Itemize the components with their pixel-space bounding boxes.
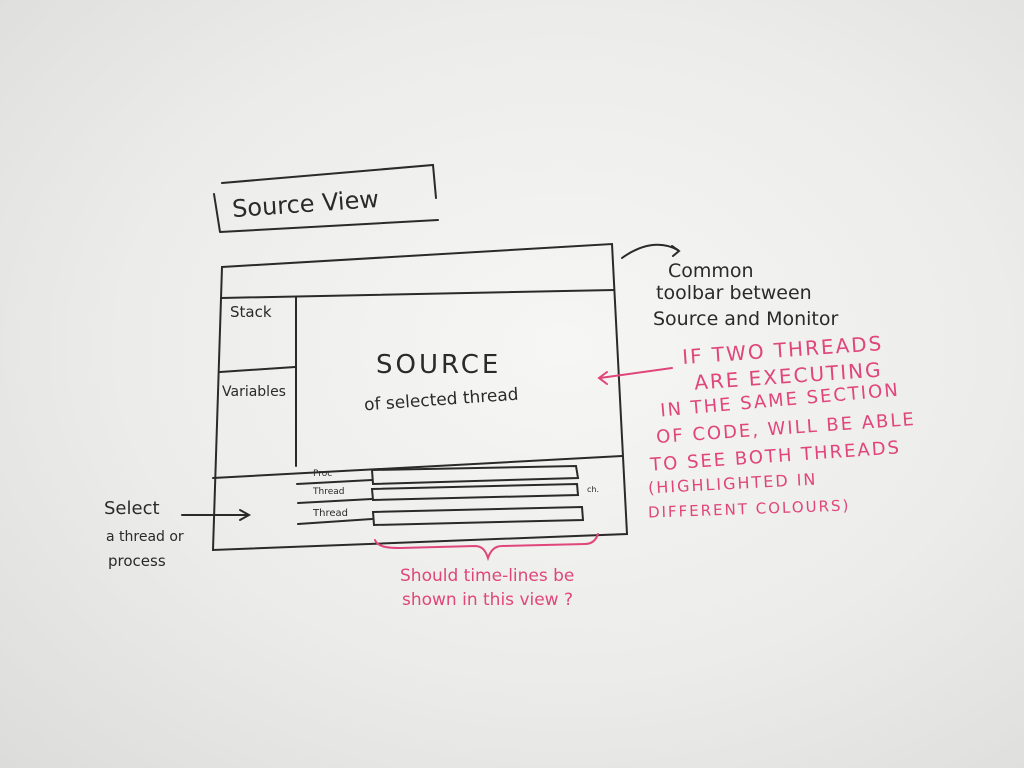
window-frame <box>211 242 629 552</box>
row-label-proc: Proc <box>313 469 333 479</box>
row-label-thread-2: Thread <box>313 508 348 519</box>
row-divider-1 <box>296 479 373 485</box>
row-divider-3 <box>297 518 373 525</box>
threads-arrow <box>599 367 673 379</box>
variables-panel-label: Variables <box>222 384 286 400</box>
row-label-thread-1: Thread <box>313 487 345 497</box>
stack-variables-divider <box>219 366 296 373</box>
toolbar-note-line-3: Source and Monitor <box>653 308 839 330</box>
timelines-brace <box>374 533 599 562</box>
timelines-note-line-1: Should time-lines be <box>400 566 575 586</box>
select-note-line-3: process <box>108 552 166 570</box>
toolbar-note-line-2: toolbar between <box>656 282 812 304</box>
source-panel-title: SOURCE <box>376 350 502 380</box>
toolbar-arrow <box>621 243 679 259</box>
timeline-bar-1 <box>370 464 580 486</box>
row-divider-2 <box>297 498 373 504</box>
row-side-label: ch. <box>587 485 600 494</box>
select-note-line-1: Select <box>104 498 160 519</box>
stack-panel-label: Stack <box>230 303 272 321</box>
timeline-bar-3 <box>371 505 585 527</box>
bottom-divider <box>212 455 623 479</box>
timeline-bar-2 <box>370 482 580 502</box>
select-note-line-2: a thread or <box>106 529 184 545</box>
toolbar-divider <box>220 289 615 299</box>
timelines-note-line-2: shown in this view ? <box>402 590 574 610</box>
toolbar-note-line-1: Common <box>668 260 754 282</box>
title-box <box>213 163 439 233</box>
